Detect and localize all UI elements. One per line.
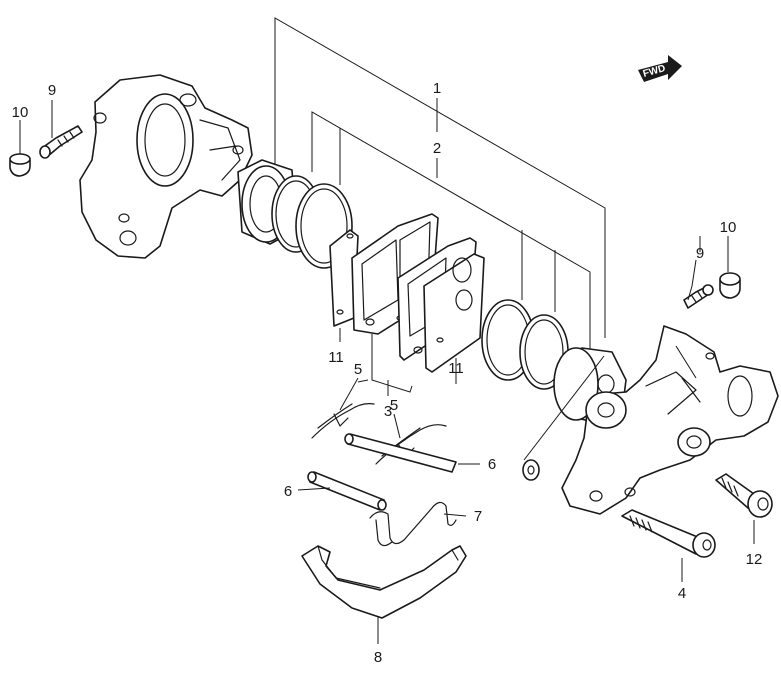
callout-12: 12 xyxy=(746,551,763,568)
left-bleeder-cap xyxy=(9,153,31,177)
callout-11-left: 11 xyxy=(328,349,344,366)
callout-9-right: 9 xyxy=(696,245,704,262)
callout-8: 8 xyxy=(374,649,382,666)
callout-10-left: 10 xyxy=(12,104,29,121)
callout-2: 2 xyxy=(433,140,441,157)
callout-9-left: 9 xyxy=(48,82,56,99)
right-bleeder-cap xyxy=(719,272,741,299)
callout-10-right: 10 xyxy=(720,219,737,236)
piston-washer xyxy=(522,459,540,481)
caliper-slide-bolt xyxy=(715,473,773,518)
caliper-cover xyxy=(301,545,467,619)
callout-6-right: 6 xyxy=(488,456,496,473)
callout-6-left: 6 xyxy=(284,483,292,500)
pad-pin-lower xyxy=(307,471,387,511)
right-bleeder-screw xyxy=(683,284,714,309)
pad-retainer-clip xyxy=(369,501,457,547)
callout-5-lower: 5 xyxy=(390,397,398,414)
callout-labels: 1 2 3 4 5 5 6 6 7 8 9 9 10 10 11 11 12 xyxy=(12,80,763,666)
assembly-bracket-lines xyxy=(274,17,606,350)
callout-7: 7 xyxy=(474,508,482,525)
fwd-arrow-icon: FWD xyxy=(638,55,682,82)
pad-pin-upper xyxy=(344,433,457,473)
right-caliper-body xyxy=(561,325,779,515)
pad-spring-upper xyxy=(311,403,375,439)
left-bleeder-screw xyxy=(39,125,83,159)
leader-lines xyxy=(19,100,755,644)
left-caliper-body xyxy=(79,74,253,259)
callout-5-upper: 5 xyxy=(354,361,362,378)
right-pad-shim xyxy=(423,253,485,373)
caliper-mount-bolt xyxy=(621,509,716,558)
callout-3: 3 xyxy=(384,403,392,420)
callout-1: 1 xyxy=(433,80,441,97)
callout-4: 4 xyxy=(678,585,686,602)
callout-11-right: 11 xyxy=(448,360,464,377)
